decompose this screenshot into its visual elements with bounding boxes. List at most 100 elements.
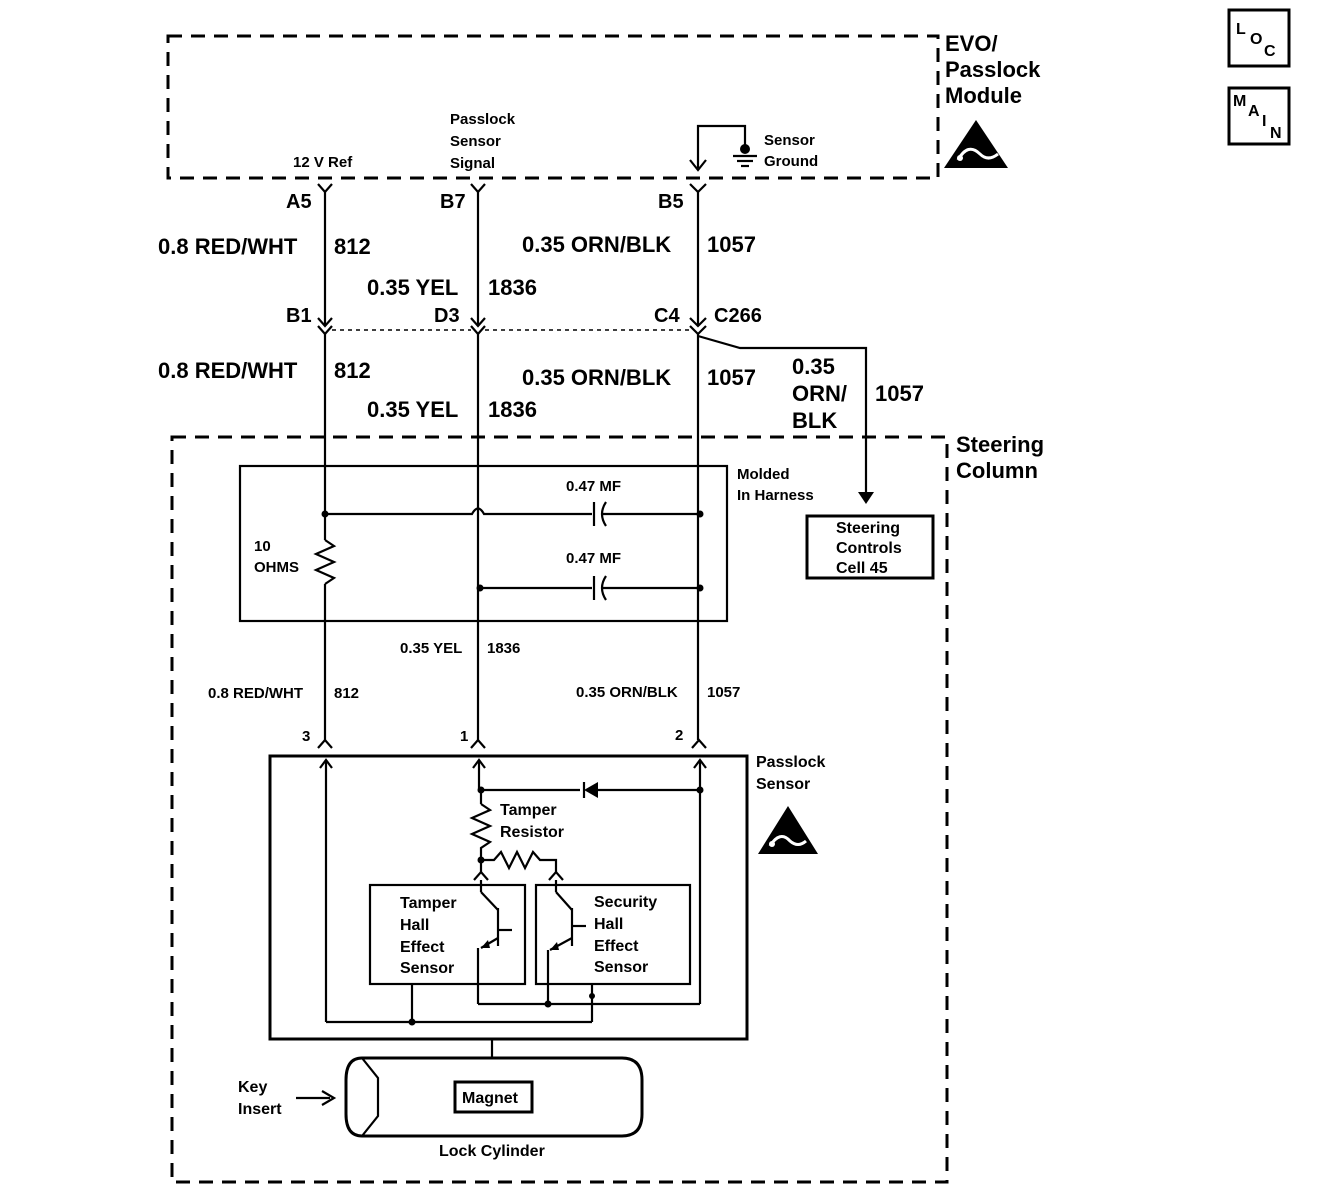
sensor-signal-label-3: Signal [450, 155, 495, 172]
molded-harness-box [238, 464, 729, 623]
esd-warning-icon [944, 120, 1008, 168]
sensor-signal-label-1: Passlock [450, 111, 516, 128]
branch-size-3: BLK [792, 408, 837, 433]
resistor-value-2: OHMS [254, 559, 299, 576]
tamper-feed-arrow [473, 870, 489, 881]
magnet-box: Magnet [453, 1080, 534, 1114]
steering-controls-label-3: Cell 45 [836, 560, 888, 577]
pin-c4-label: C4 [654, 305, 680, 327]
security-hall-label-3: Effect [594, 938, 639, 955]
branch-circ: 1057 [875, 381, 924, 406]
capacitor-icon [592, 501, 607, 527]
ref-12v-label: 12 V Ref [293, 154, 353, 171]
resistor-icon [481, 849, 558, 872]
wire-lower-orn-size: 0.35 ORN/BLK [576, 684, 678, 701]
wire-mid-red-size: 0.8 RED/WHT [158, 358, 298, 383]
tamper-hall-label-1: Tamper [400, 895, 457, 912]
wire-upper-orn-circ: 1057 [707, 232, 756, 257]
resistor-value-1: 10 [254, 538, 271, 555]
tamper-hall-sensor-box [368, 883, 527, 986]
cylinder-key-face [361, 1057, 380, 1137]
wire-mid-red-circ: 812 [334, 358, 371, 383]
wire-upper-yel-circ: 1836 [488, 275, 537, 300]
tamper-resistor-label-2: Resistor [500, 824, 564, 841]
sensor-signal-label-2: Sensor [450, 133, 501, 150]
wire-lower-red-circ: 812 [334, 685, 359, 702]
main-nav-button[interactable]: M A I N [1227, 86, 1291, 146]
magnet-label: Magnet [462, 1090, 519, 1107]
tamper-hall-label-3: Effect [400, 939, 445, 956]
wire-upper-yel-size: 0.35 YEL [367, 275, 458, 300]
main-letter-3: I [1262, 113, 1266, 130]
key-insert-label-1: Key [238, 1079, 267, 1096]
wire-lower-yel-circ: 1836 [487, 640, 520, 657]
wire-lower-orn-circ: 1057 [707, 684, 740, 701]
diode-icon [582, 782, 598, 798]
security-hall-label-2: Hall [594, 916, 623, 933]
passlock-sensor-title-2: Sensor [756, 776, 810, 793]
pin-b1-label: B1 [286, 305, 312, 327]
wire-mid-yel-circ: 1836 [488, 397, 537, 422]
capacitor-icon [592, 575, 607, 601]
sensor-pin-3-label: 3 [302, 728, 310, 745]
pin-d3-male [470, 317, 486, 328]
pin-a5-label: A5 [286, 191, 312, 213]
pin-b7-label: B7 [440, 191, 466, 213]
steering-column-outline [170, 435, 949, 1184]
pin-a5-connector [317, 183, 333, 194]
security-hall-sensor-box [534, 883, 692, 986]
wire-upper-orn-size: 0.35 ORN/BLK [522, 232, 671, 257]
module-title-3: Module [945, 83, 1022, 108]
loc-letter-1: L [1236, 21, 1246, 38]
tamper-resistor-label-1: Tamper [500, 802, 557, 819]
transistor-icon [546, 880, 586, 1004]
lock-cylinder-label: Lock Cylinder [439, 1143, 545, 1160]
pin-d3-label: D3 [434, 305, 460, 327]
tamper-hall-label-4: Sensor [400, 960, 454, 977]
sensor-pin-2-label: 2 [675, 727, 683, 744]
harness-label-1: Molded [737, 466, 790, 483]
module-title-1: EVO/ [945, 31, 998, 56]
branch-size-1: 0.35 [792, 354, 835, 379]
passlock-sensor-box [268, 754, 749, 1041]
module-title-2: Passlock [945, 57, 1041, 82]
steering-column-title-1: Steering [956, 432, 1044, 457]
wire-upper-red-size: 0.8 RED/WHT [158, 234, 298, 259]
wire-mid-orn-circ: 1057 [707, 365, 756, 390]
steering-column-title-2: Column [956, 458, 1038, 483]
branch-size-2: ORN/ [792, 381, 847, 406]
wire-1057-branch [697, 334, 868, 494]
tamper-hall-label-2: Hall [400, 917, 429, 934]
pin-c4-male [689, 317, 707, 328]
sensor-pin-1-label: 1 [460, 728, 468, 745]
steering-controls-box[interactable]: Steering Controls Cell 45 [805, 514, 935, 580]
steering-controls-label-2: Controls [836, 540, 902, 557]
security-hall-label-1: Security [594, 894, 657, 911]
loc-nav-button[interactable]: L O C [1227, 8, 1291, 68]
key-insert-label-2: Insert [238, 1101, 282, 1118]
evo-module-outline [166, 34, 940, 180]
sensor-pin-1-connector [470, 738, 486, 749]
main-letter-1: M [1233, 93, 1246, 110]
passlock-sensor-title-1: Passlock [756, 754, 825, 771]
lock-cylinder-body [344, 1056, 644, 1138]
harness-label-2: In Harness [737, 487, 814, 504]
sensor-ground-label-1: Sensor [764, 132, 815, 149]
pin-b5-connector [689, 183, 707, 194]
main-letter-2: A [1248, 103, 1260, 120]
steering-controls-label-1: Steering [836, 520, 900, 537]
ground-symbol-icon [689, 124, 757, 172]
connector-c266-label: C266 [714, 305, 762, 327]
pin-b1-male [317, 317, 333, 328]
loc-letter-3: C [1264, 43, 1276, 60]
transistor-icon [476, 880, 512, 1004]
cap1-value: 0.47 MF [566, 478, 621, 495]
loc-letter-2: O [1250, 31, 1262, 48]
wire-upper-red-circ: 812 [334, 234, 371, 259]
security-hall-label-4: Sensor [594, 959, 648, 976]
cap1-left-lead [325, 507, 592, 516]
pin-b5-label: B5 [658, 191, 684, 213]
sensor-pin-3-connector [317, 738, 333, 749]
wire-mid-orn-size: 0.35 ORN/BLK [522, 365, 671, 390]
resistor-icon [469, 803, 493, 860]
